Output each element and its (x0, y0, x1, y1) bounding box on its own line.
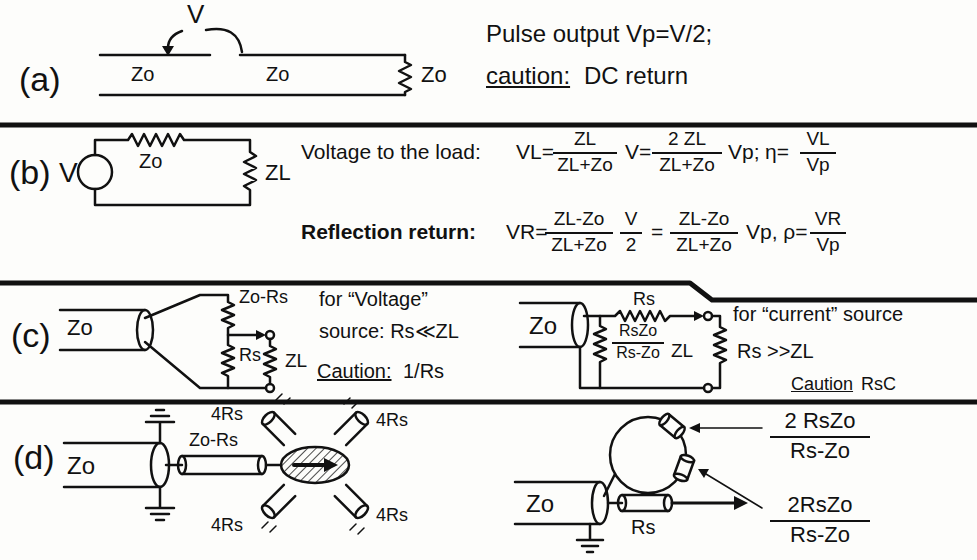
circuit-label: ZL+Zo (545, 232, 613, 256)
circuit-label: 4Rs (210, 515, 244, 536)
circuit-label: Caution: (316, 360, 393, 383)
circuit-label: VR (810, 208, 846, 230)
voltage-divider-circuit (60, 295, 276, 392)
circuit-label: Rs (632, 289, 656, 310)
circuit-label: source: Rs≪ZL (318, 320, 460, 343)
circuit-label: ZL+Zo (652, 152, 722, 176)
splitter-arrowhead (324, 458, 338, 472)
pulse-line-circuit (100, 29, 411, 95)
section-divider (0, 125, 977, 402)
circuit-label: Zo (138, 150, 163, 173)
circuit-label: Zo (66, 315, 94, 340)
circuit-label: RsC (860, 374, 897, 395)
circuit-label: Vp (810, 232, 846, 256)
circuit-label: Rs-Zo (770, 520, 870, 547)
circuit-label: ZL (284, 350, 308, 372)
circuit-label: ZL-Zo (670, 208, 738, 230)
circuit-label: for “Voltage” (318, 288, 429, 311)
circuit-label: Rs (238, 345, 262, 366)
circuit-label: Rs >>ZL (736, 340, 815, 363)
circuit-label: Zo (265, 63, 290, 86)
circuit-label: Voltage to the load: (300, 140, 482, 164)
section-letter: (c) (10, 316, 52, 355)
circuit-label: ZL+Zo (670, 232, 738, 256)
source-load-circuit (78, 134, 256, 205)
circuit-label: Zo (420, 62, 448, 87)
circuit-label: ZL (264, 160, 292, 185)
circuit-label: Pulse output Vp=V/2; (485, 20, 713, 48)
circuit-label: V= (624, 140, 652, 164)
circuit-label: Rs-Zo (612, 342, 664, 362)
circuit-label: for “current” source (732, 303, 904, 326)
circuit-label: ZL+Zo (553, 152, 617, 176)
circuit-label: Zo (528, 312, 558, 340)
circuit-label: Rs (630, 516, 656, 539)
output-arrowhead (694, 311, 704, 321)
circuit-label: ZL (553, 128, 617, 150)
section-letter: (a) (18, 60, 62, 99)
circuit-label: caution: (485, 62, 571, 90)
circuit-label: = (650, 220, 664, 244)
circuit-label: VL (800, 128, 836, 150)
switch-arrowhead (162, 46, 174, 56)
circuit-label: DC return (583, 62, 689, 90)
circuit-label: Zo-Rs (238, 287, 289, 308)
circuit-label: Zo (66, 452, 96, 480)
circuit-label: Vp; (727, 140, 761, 164)
circuit-label: V (58, 157, 79, 189)
section-letter: (d) (12, 438, 56, 477)
circuit-label: 2 ZL (652, 128, 722, 150)
circuit-label: 1/Rs (402, 360, 445, 383)
circuit-label: RsZo (612, 322, 664, 340)
splitter-circuit (64, 394, 370, 534)
leader-arrowheads (689, 423, 748, 510)
circuit-label: 2RsZo (770, 492, 870, 517)
section-letter: (b) (8, 153, 52, 192)
circuit-label: Zo (525, 490, 555, 518)
circuit-label: ZL (670, 340, 694, 362)
circuit-label: Zo-Rs (188, 430, 239, 451)
circuit-label: Zo (130, 63, 155, 86)
circuit-label: VR= (505, 220, 548, 244)
circuit-label: 2 (620, 232, 642, 256)
ring-splitter-circuit (515, 412, 762, 552)
circuit-label: Vp, ρ= (745, 220, 809, 244)
circuit-label: η= (764, 140, 790, 164)
circuit-label: V (620, 208, 642, 230)
circuit-label: VL= (515, 140, 555, 164)
circuit-label: 4Rs (375, 505, 409, 526)
wiper-arrowhead (256, 330, 266, 340)
circuit-label: V (186, 0, 205, 30)
circuit-label: Rs-Zo (770, 436, 870, 463)
circuit-label: Reflection return: (300, 220, 477, 244)
circuit-label: 4Rs (210, 404, 244, 425)
circuit-label: 2 RsZo (770, 408, 870, 433)
current-source-circuit (520, 303, 726, 392)
circuit-label: 4Rs (375, 410, 409, 431)
circuit-label: ZL-Zo (545, 208, 613, 230)
circuit-label: Vp (800, 152, 836, 176)
circuit-label: Caution (790, 374, 854, 395)
